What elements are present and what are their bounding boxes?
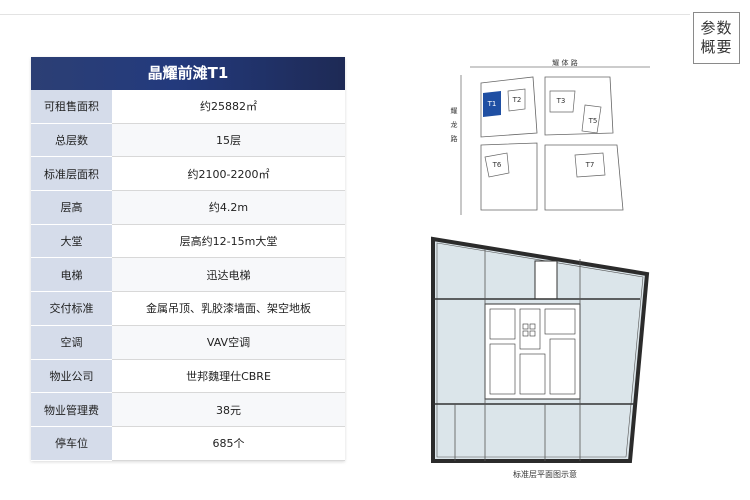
core-area <box>484 303 581 400</box>
building-t2-label: T2 <box>512 96 522 104</box>
row-label: 总层数 <box>31 123 112 158</box>
row-value: VAV空调 <box>112 325 345 360</box>
block-ne <box>544 76 614 136</box>
building-t1-label: T1 <box>487 100 497 108</box>
row-label: 电梯 <box>31 258 112 293</box>
table-row: 大堂层高约12-15m大堂 <box>31 224 345 259</box>
road-left-label-1: 耀 <box>451 106 458 115</box>
row-value: 迅达电梯 <box>112 258 345 293</box>
row-label: 交付标准 <box>31 292 112 326</box>
site-map: 耀 体 路 耀 龙 路 T1 T2 T3 T5 T6 T7 <box>451 58 650 215</box>
floor-inner-outline <box>436 242 644 458</box>
row-label: 大堂 <box>31 224 112 259</box>
badge-line-1: 参数 <box>700 19 733 37</box>
building-t6-label: T6 <box>492 161 502 169</box>
floor-plan <box>431 236 650 463</box>
table-row: 可租售面积约25882㎡ <box>31 90 345 124</box>
core-details <box>489 308 576 395</box>
building-t2 <box>507 88 526 112</box>
row-value: 约2100-2200㎡ <box>112 157 345 192</box>
row-value: 层高约12-15m大堂 <box>112 224 345 259</box>
table-row: 物业公司世邦魏理仕CBRE <box>31 359 345 394</box>
building-t3-label: T3 <box>556 97 566 105</box>
building-t7 <box>574 152 606 178</box>
row-label: 物业公司 <box>31 359 112 394</box>
row-value: 金属吊顶、乳胶漆墙面、架空地板 <box>112 292 345 326</box>
building-t1-highlighted <box>483 91 501 117</box>
row-label: 层高 <box>31 191 112 225</box>
block-sw <box>480 142 538 211</box>
floor-plan-caption: 标准层平面图示意 <box>513 470 577 479</box>
badge-line-2: 概要 <box>700 38 733 56</box>
row-value: 约4.2m <box>112 191 345 225</box>
table-title: 晶耀前滩T1 <box>31 57 345 90</box>
row-label: 物业管理费 <box>31 393 112 427</box>
road-top-label: 耀 体 路 <box>552 58 577 67</box>
row-value: 15层 <box>112 123 345 158</box>
row-value: 685个 <box>112 426 345 461</box>
row-label: 可租售面积 <box>31 90 112 124</box>
block-nw <box>480 76 538 138</box>
building-t6 <box>484 152 510 178</box>
row-value: 38元 <box>112 393 345 427</box>
table-row: 层高约4.2m <box>31 191 345 225</box>
table-row: 电梯迅达电梯 <box>31 258 345 293</box>
atrium-void <box>534 260 558 300</box>
building-t7-label: T7 <box>585 161 595 169</box>
building-t5 <box>581 104 602 134</box>
section-badge: 参数 概要 <box>693 12 740 64</box>
table-row: 交付标准金属吊顶、乳胶漆墙面、架空地板 <box>31 292 345 326</box>
row-value: 约25882㎡ <box>112 90 345 124</box>
building-t5-label: T5 <box>588 117 598 125</box>
row-value: 世邦魏理仕CBRE <box>112 359 345 394</box>
road-left-label-2: 龙 <box>451 120 458 129</box>
table-row: 标准层面积约2100-2200㎡ <box>31 157 345 192</box>
road-left-label-3: 路 <box>451 134 458 143</box>
row-label: 停车位 <box>31 426 112 461</box>
row-label: 空调 <box>31 325 112 360</box>
block-se <box>544 144 624 211</box>
row-label: 标准层面积 <box>31 157 112 192</box>
top-divider <box>0 14 690 15</box>
building-t3 <box>549 90 576 113</box>
